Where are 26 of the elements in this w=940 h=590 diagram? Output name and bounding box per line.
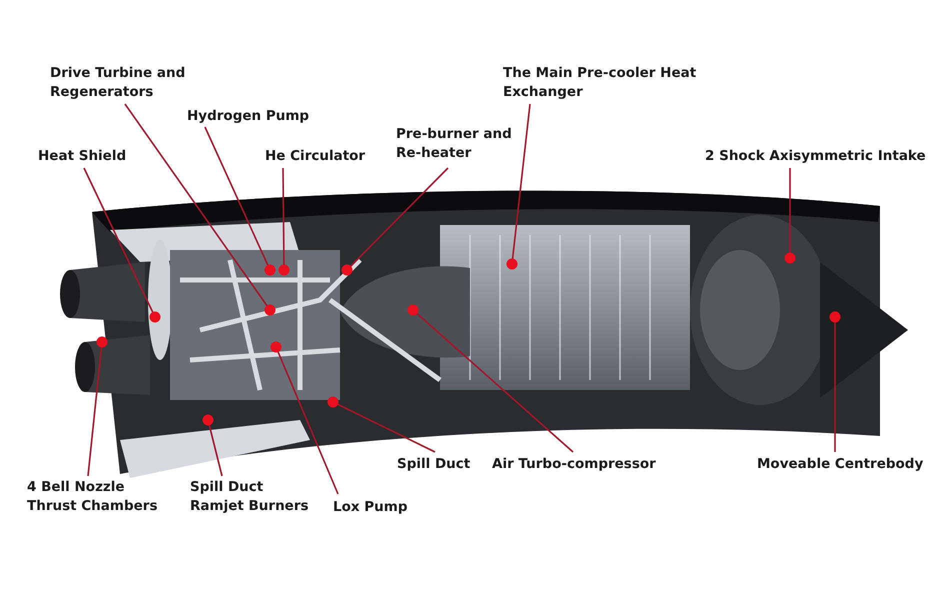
part-label: Drive Turbine and Regenerators (50, 64, 230, 102)
part-label: Lox Pump (333, 498, 423, 517)
leader-line (328, 396, 436, 453)
leader-line (270, 342, 339, 494)
leader-line (830, 312, 840, 452)
leader-line (124, 104, 276, 316)
leader-line (278, 168, 290, 276)
part-label: Pre-burner and Re-heater (396, 125, 521, 163)
leader-line (784, 168, 796, 264)
part-label: Hydrogen Pump (187, 107, 327, 126)
part-label: Spill Duct (397, 455, 487, 474)
leader-line (408, 304, 574, 453)
part-label: 4 Bell Nozzle Thrust Chambers (27, 478, 177, 516)
part-label: Heat Shield (38, 147, 148, 166)
leader-line (342, 167, 449, 276)
leader-line (202, 414, 223, 476)
part-label: 2 Shock Axisymmetric Intake (705, 147, 935, 166)
part-label: Moveable Centrebody (757, 455, 937, 474)
part-label: The Main Pre-cooler Heat Exchanger (503, 64, 703, 102)
leader-line (506, 104, 531, 270)
part-label: Air Turbo-compressor (492, 455, 672, 474)
leader-line (204, 126, 276, 276)
part-label: Spill Duct Ramjet Burners (190, 478, 320, 516)
leader-line (83, 168, 160, 322)
part-label: He Circulator (265, 147, 385, 166)
leader-line (87, 336, 108, 476)
